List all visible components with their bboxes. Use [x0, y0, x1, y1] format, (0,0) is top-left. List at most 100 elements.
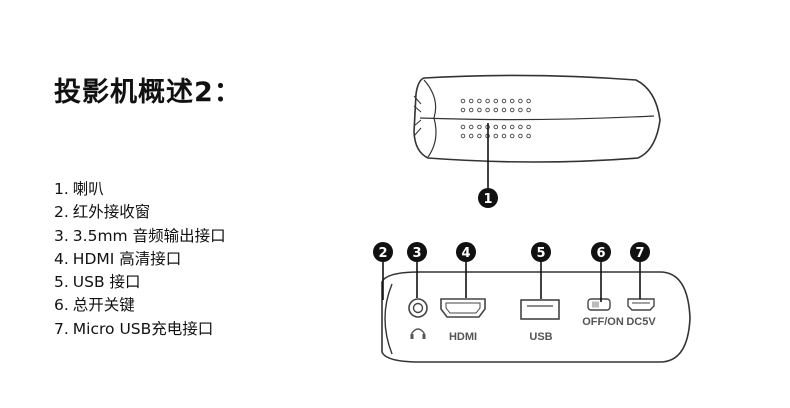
callout-badge-4: 4 — [456, 242, 476, 262]
speaker-hole — [460, 133, 466, 139]
power-label: OFF/ON — [582, 316, 624, 328]
ir-window — [384, 283, 393, 355]
speaker-hole — [493, 124, 499, 130]
item-number: 3. — [54, 226, 69, 245]
usb-port — [520, 299, 560, 320]
item-number: 6. — [54, 296, 69, 315]
item-number: 7. — [54, 319, 69, 338]
speaker-hole — [468, 133, 474, 139]
item-number: 2. — [54, 203, 69, 222]
micro-usb-label: DC5V — [626, 316, 656, 328]
item-label: 3.5mm 音频输出接口 — [72, 226, 226, 245]
page-title: 投影机概述2： — [54, 77, 242, 108]
speaker-hole — [501, 98, 507, 104]
audio-jack-ring — [408, 298, 428, 318]
badge-number: 6 — [596, 246, 605, 261]
speaker-hole — [518, 124, 523, 130]
hdmi-label: HDMI — [449, 331, 477, 343]
speaker-hole — [518, 98, 523, 104]
speaker-hole — [509, 98, 515, 104]
speaker-hole — [509, 133, 515, 139]
list-item: 3.3.5mm 音频输出接口 — [54, 225, 226, 248]
callout-leaders — [382, 262, 641, 302]
speaker-hole — [493, 98, 499, 104]
speaker-hole — [468, 124, 474, 130]
projector-seam-line — [419, 115, 655, 121]
speaker-hole — [477, 107, 482, 113]
callout-badge-6: 6 — [591, 242, 611, 262]
callout-badge-3: 3 — [407, 242, 427, 262]
item-label: USB 接口 — [72, 273, 141, 292]
list-item: 1.喇叭 — [54, 178, 226, 201]
badge-number: 1 — [483, 192, 492, 207]
headphone-icon — [410, 328, 426, 339]
usb-label: USB — [529, 331, 552, 343]
badge-circle — [531, 242, 551, 262]
badge-circle — [591, 242, 611, 262]
list-item: 5.USB 接口 — [54, 271, 226, 294]
power-switch — [587, 298, 611, 311]
item-label: HDMI 高清接口 — [72, 249, 182, 268]
speaker-hole — [509, 107, 515, 113]
speaker-hole — [509, 124, 515, 130]
audio-jack — [408, 298, 428, 318]
speaker-hole — [526, 98, 531, 104]
audio-jack-hole — [412, 302, 424, 314]
list-item: 2.红外接收窗 — [54, 201, 226, 224]
projector-lens-grille — [413, 95, 422, 137]
list-item: 4.HDMI 高清接口 — [54, 248, 226, 271]
badge-number: 5 — [536, 246, 545, 261]
badge-circle — [407, 242, 427, 262]
speaker-hole — [493, 133, 499, 139]
speaker-hole — [468, 107, 474, 113]
speaker-hole — [477, 133, 482, 139]
speaker-hole — [501, 133, 507, 139]
speaker-hole — [526, 124, 531, 130]
speaker-hole — [526, 107, 531, 113]
hdmi-port — [440, 298, 486, 318]
projector-rear-panel — [381, 271, 691, 363]
speaker-hole — [460, 98, 466, 104]
speaker-hole — [501, 107, 507, 113]
speaker-hole — [493, 107, 499, 113]
projector-body-outline — [413, 74, 661, 163]
item-number: 1. — [54, 180, 69, 198]
list-item: 6.总开关键 — [54, 294, 226, 317]
item-number: 5. — [54, 273, 69, 292]
badge-circle — [630, 242, 650, 262]
list-item: 7.Micro USB充电接口 — [54, 318, 226, 341]
badge-number: 3 — [412, 246, 421, 261]
projector-top-view — [413, 74, 661, 163]
callout-badge-7: 7 — [630, 242, 650, 262]
callout-badge-2: 2 — [373, 242, 393, 262]
speaker-hole — [518, 133, 523, 139]
speaker-hole — [518, 107, 523, 113]
speaker-hole — [468, 98, 474, 104]
feature-list: 1.喇叭 2.红外接收窗 3.3.5mm 音频输出接口 4.HDMI 高清接口 … — [54, 178, 226, 341]
badge-circle — [456, 242, 476, 262]
badge-circle — [373, 242, 393, 262]
badge-number: 2 — [378, 246, 387, 261]
speaker-hole — [477, 124, 482, 130]
speaker-hole — [501, 124, 507, 130]
speaker-hole — [526, 133, 531, 139]
speaker-hole — [477, 98, 482, 104]
micro-usb-port — [627, 298, 655, 311]
item-label: 红外接收窗 — [72, 203, 151, 222]
speaker-hole — [460, 107, 466, 113]
callout-badge-1: 1 — [478, 188, 498, 208]
speaker-hole — [485, 98, 490, 104]
item-label: 喇叭 — [72, 180, 104, 198]
projector-front-curve — [423, 79, 437, 158]
speaker-hole — [485, 107, 490, 113]
item-number: 4. — [54, 249, 69, 268]
badge-number: 4 — [461, 246, 470, 261]
callout-badge-5: 5 — [531, 242, 551, 262]
badge-circle — [478, 188, 498, 208]
item-label: 总开关键 — [72, 296, 135, 315]
badge-number: 7 — [635, 246, 644, 261]
rear-panel-outline — [381, 271, 691, 363]
speaker-grille — [460, 98, 531, 139]
speaker-hole — [460, 124, 466, 130]
